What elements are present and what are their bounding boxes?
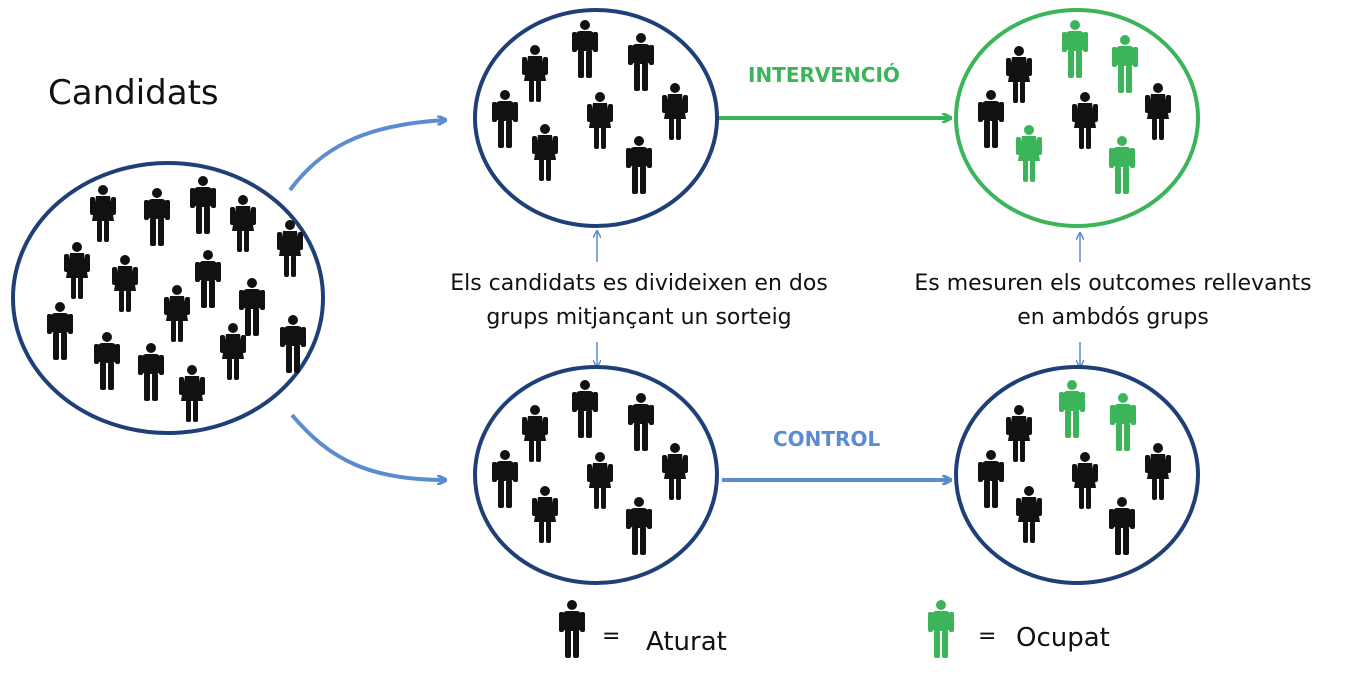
split-text-line2: grups mitjançant un sorteig (486, 305, 791, 330)
person-icon (928, 600, 954, 658)
person-icon (559, 600, 585, 658)
measure-text-line2: en ambdós grups (1017, 305, 1209, 330)
arrow-to-control-group (290, 413, 445, 480)
legend-unemployed-symbol: = (602, 624, 620, 649)
legend: = Aturat = Ocupat (559, 600, 1110, 658)
legend-employed-symbol: = (978, 624, 996, 649)
title: Candidats (48, 73, 219, 113)
legend-unemployed-label: Aturat (646, 627, 727, 657)
arrow-to-intervention-group (288, 120, 445, 192)
split-text-line1: Els candidats es divideixen en dos (450, 271, 828, 296)
legend-employed-label: Ocupat (1016, 623, 1110, 653)
control-label: CONTROL (773, 427, 880, 451)
measure-text-line1: Es mesuren els outcomes rellevants (914, 271, 1311, 296)
intervention-label: INTERVENCIÓ (748, 63, 900, 87)
